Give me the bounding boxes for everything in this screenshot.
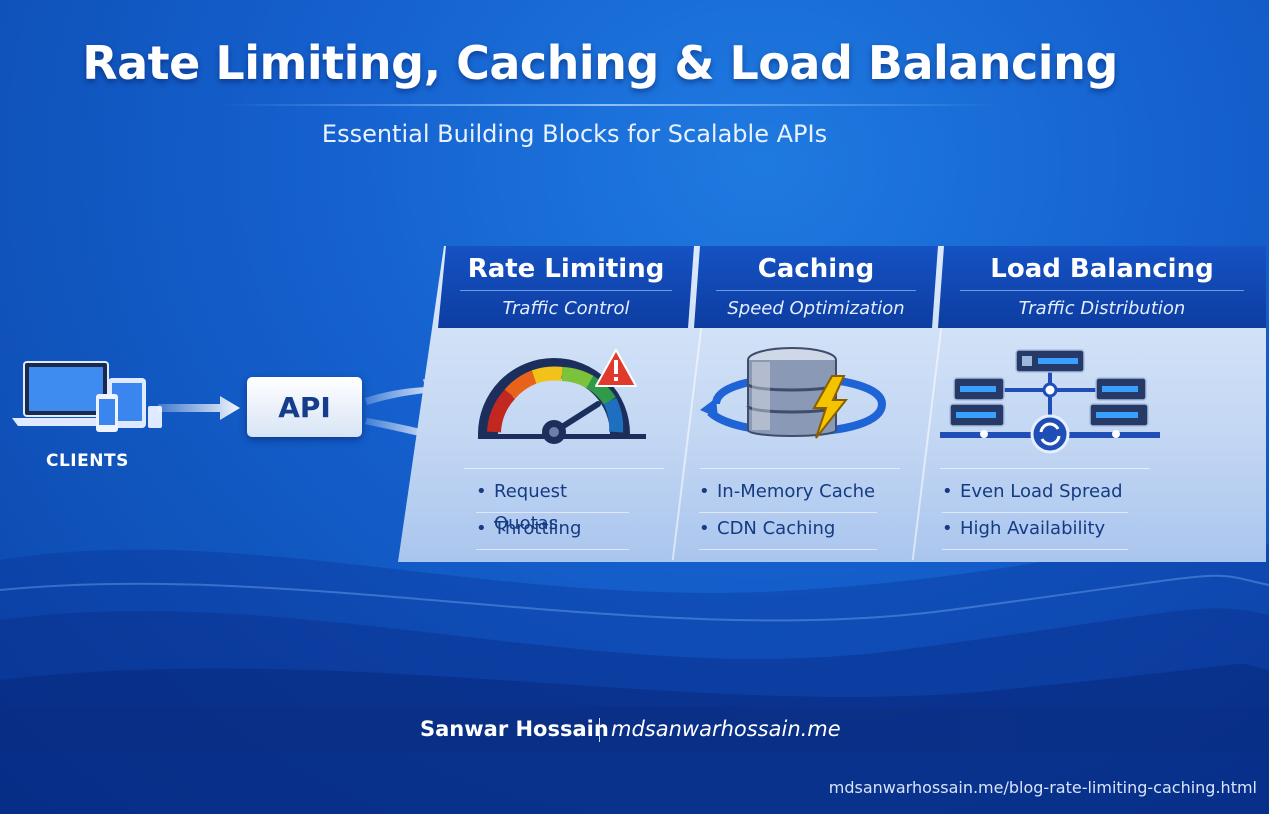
column-header-load-balancing: Load Balancing Traffic Distribution <box>938 246 1266 328</box>
server-network-icon <box>940 349 1160 454</box>
column-title: Load Balancing <box>990 254 1214 284</box>
speedometer-warning-icon <box>478 349 646 444</box>
list-item: CDN Caching <box>699 513 877 550</box>
load-balancing-bullets: Even Load Spread High Availability <box>942 476 1128 550</box>
list-item: In-Memory Cache <box>699 476 877 513</box>
list-item: High Availability <box>942 513 1128 550</box>
list-item: Request Quotas <box>476 476 629 534</box>
devices-icon <box>12 361 162 432</box>
column-title: Rate Limiting <box>467 254 665 284</box>
column-header-caching: Caching Speed Optimization <box>694 246 938 328</box>
list-item: Even Load Spread <box>942 476 1128 513</box>
author-site-link[interactable]: mdsanwarhossain.me <box>611 717 841 741</box>
column-subtitle: Speed Optimization <box>727 298 905 319</box>
column-header-rate-limiting: Rate Limiting Traffic Control <box>438 246 694 328</box>
clients-label: CLIENTS <box>46 451 129 471</box>
author-name: Sanwar Hossain <box>420 717 609 741</box>
rate-limiting-bullets: Request Quotas Throttling <box>476 476 629 550</box>
source-url: mdsanwarhossain.me/blog-rate-limiting-ca… <box>828 778 1257 797</box>
page-subtitle: Essential Building Blocks for Scalable A… <box>321 120 828 148</box>
api-box: API <box>247 377 362 437</box>
column-subtitle: Traffic Control <box>502 298 630 319</box>
database-lightning-icon <box>700 347 887 439</box>
footer-separator <box>599 718 600 742</box>
caching-bullets: In-Memory Cache CDN Caching <box>699 476 877 550</box>
list-item: Throttling <box>476 513 629 550</box>
arrow-right-icon <box>158 396 240 420</box>
title-divider <box>220 104 1000 106</box>
page-title: Rate Limiting, Caching & Load Balancing <box>82 36 1118 90</box>
footer-bar <box>0 707 1269 753</box>
column-subtitle: Traffic Distribution <box>1018 298 1186 319</box>
column-title: Caching <box>757 254 875 284</box>
